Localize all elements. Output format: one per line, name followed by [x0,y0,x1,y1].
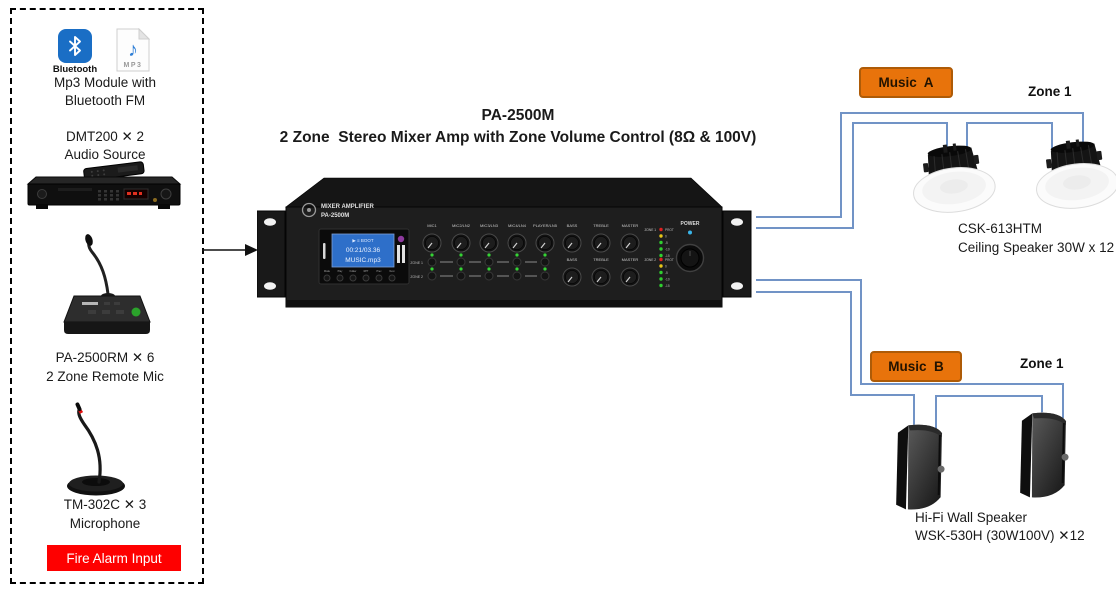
fire-alarm-input-box: Fire Alarm Input [47,545,181,571]
svg-text:Prev: Prev [377,270,383,273]
wall-speaker-caption-line2: WSK-530H (30W100V) ✕12 [915,528,1085,543]
svg-text:ZONE 1: ZONE 1 [644,228,656,232]
music-a-label: Music A [878,75,934,90]
media-player-module: ▶ ≡ BOOT 00:21/03.36 MUSIC.mp3 Mode Play… [318,228,410,285]
svg-text:ZONE 2: ZONE 2 [644,258,656,262]
rack-screw-holes [264,218,743,290]
microphone-caption-line2: Microphone [69,516,141,531]
media-buttons: Mode Play Folder RPT Prev Next [323,270,396,282]
wire-zone-b-2 [756,291,915,434]
svg-text:MIC4/LN4: MIC4/LN4 [508,223,527,228]
audio-source-image [26,161,182,209]
svg-text:PROT: PROT [665,228,674,232]
mp3-file-icon: ♪ MP3 [116,28,150,72]
svg-text:Next: Next [390,270,395,273]
power-led [688,230,692,235]
svg-text:-5: -5 [665,241,668,245]
zone2-row-label: ZONE 2 [410,275,423,279]
power-section: POWER [675,221,705,273]
music-b-box: Music B [870,351,962,382]
svg-text:-10: -10 [665,248,670,252]
svg-text:-10: -10 [665,278,670,282]
page-subtitle: 2 Zone Stereo Mixer Amp with Zone Volume… [279,129,757,146]
ceiling-speaker-caption-line2: Ceiling Speaker 30W x 12 [958,240,1115,255]
remote-mic-image [63,234,151,334]
zone-leds [430,253,547,271]
usb-slot [397,245,400,263]
svg-text:MIC2/LN2: MIC2/LN2 [452,223,471,228]
zone2-level-meter: ZONE 2 PROT 0 -5 -10 -15 [644,257,674,288]
bluetooth-icon [58,29,92,63]
svg-text:0: 0 [665,265,667,269]
wire-zone-a-jumper [966,122,1053,152]
zone1-row-label: ZONE 1 [410,261,423,265]
wall-speaker-caption-line1: Hi-Fi Wall Speaker [915,510,1028,525]
svg-text:MASTER: MASTER [622,223,639,228]
svg-text:TREBLE: TREBLE [593,257,609,262]
lcd-time-text: 00:21/03.36 [346,247,381,254]
music-note-icon: ♪ [128,39,138,61]
power-label: POWER [681,221,700,227]
mp3-file-label: MP3 [124,62,143,69]
svg-text:MIC1: MIC1 [427,223,437,228]
zone-b-label: Zone 1 [1020,356,1064,371]
wall-speaker-2 [1016,410,1072,501]
wire-zone-b-jumper [935,395,1043,434]
bluetooth-label: Bluetooth [52,64,98,75]
source-panel-border [10,8,204,584]
music-a-box: Music A [859,67,953,98]
ir-sensor-icon [397,235,405,243]
ceiling-speaker-2 [1030,138,1116,212]
svg-text:-5: -5 [665,271,668,275]
remote-mic-caption-line2: 2 Zone Remote Mic [46,369,164,384]
wire-zone-b-1 [756,279,1064,418]
svg-text:Mode: Mode [324,270,331,273]
tone-knob-labels-zone2: BASS TREBLE MASTER [567,257,639,262]
wall-speaker-1 [892,422,948,513]
audio-source-caption-line1: DMT200 ✕ 2 [65,129,145,144]
ceiling-speaker-1 [907,142,999,216]
svg-text:MIC3/LN3: MIC3/LN3 [480,223,499,228]
svg-text:PROT: PROT [665,258,674,262]
amp-brand-text: MIXER AMPLIFIER [321,204,374,210]
microphone-image [67,402,125,496]
svg-text:0: 0 [665,235,667,239]
lcd-status-text: ▶ ≡ BOOT [352,238,374,243]
svg-text:TREBLE: TREBLE [593,223,609,228]
svg-text:-15: -15 [665,254,670,258]
svg-text:BASS: BASS [567,223,578,228]
sd-card-slot [323,243,326,259]
lcd-track-text: MUSIC.mp3 [345,257,381,264]
fire-alarm-input-label: Fire Alarm Input [66,550,162,566]
amp-model-text: PA-2500M [321,213,349,219]
mp3-module-caption-line1: Mp3 Module with [53,75,157,90]
channel-knob-labels: MIC1 MIC2/LN2 MIC3/LN3 MIC4/LN4 PLAYER/L… [427,223,558,228]
signal-flow-arrow [202,244,258,256]
amp-top-face [285,177,723,208]
microphone-caption-line1: TM-302C ✕ 3 [63,497,147,512]
zone1-level-meter: ZONE 1 PROT 0 -5 -10 -15 [644,227,674,258]
tone-knob-labels-zone1: BASS TREBLE MASTER [567,223,639,228]
page-title: PA-2500M [481,107,555,124]
svg-text:Folder: Folder [350,270,357,273]
remote-mic-caption-line1: PA-2500RM ✕ 6 [55,350,155,365]
svg-text:-15: -15 [665,284,670,288]
wire-zone-a-2 [756,122,948,229]
svg-text:RPT: RPT [364,270,369,273]
svg-text:PLAYER/LN5: PLAYER/LN5 [533,223,558,228]
lcd-screen [331,233,395,268]
zone-row-dashes [440,261,537,277]
zone-a-label: Zone 1 [1028,84,1072,99]
svg-text:BASS: BASS [567,257,578,262]
svg-text:MASTER: MASTER [622,257,639,262]
mp3-module-caption-line2: Bluetooth FM [64,93,146,108]
mixer-amplifier-image: MIXER AMPLIFIER PA-2500M ▶ ≡ BOOT 00:21/… [257,177,752,308]
ceiling-speaker-caption-line1: CSK-613HTM [958,221,1043,236]
audio-source-caption-line2: Audio Source [64,147,146,162]
brand-logo-icon [301,202,317,218]
music-b-label: Music B [888,359,944,374]
wire-zone-a-1 [756,112,1084,218]
svg-text:Play: Play [338,270,343,273]
